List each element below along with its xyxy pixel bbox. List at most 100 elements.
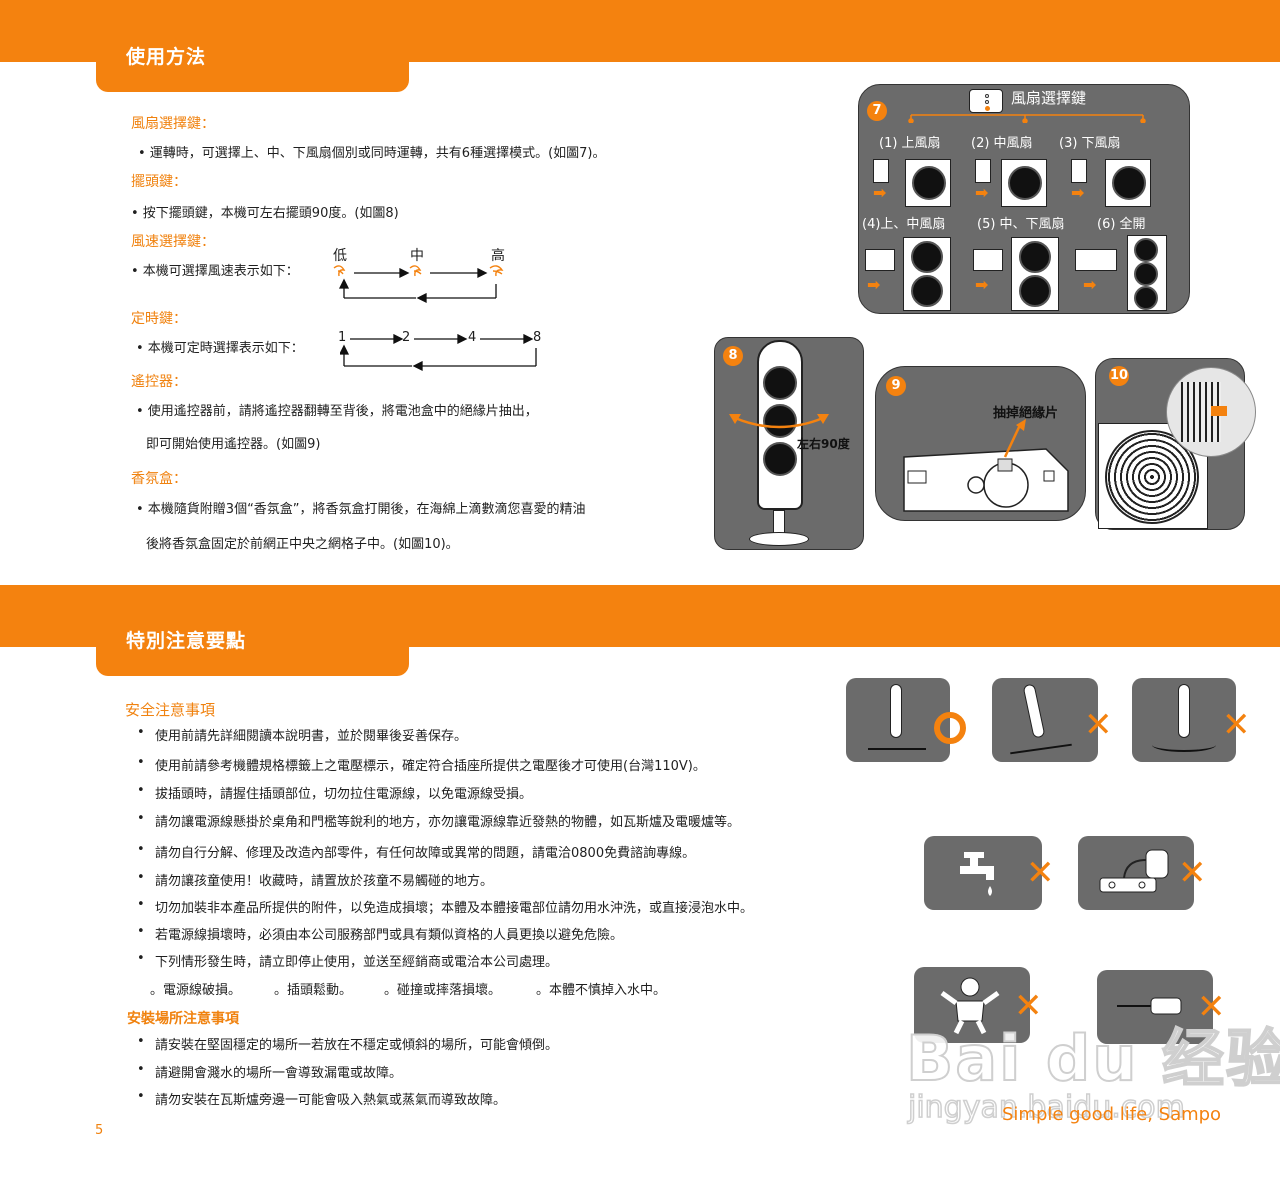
speed-text: • 本機可選擇風速表示如下： <box>131 264 299 279</box>
wind-high-icon <box>489 265 504 277</box>
child-box: ✕ <box>914 967 1043 1043</box>
tower-fan-stand-icon <box>773 510 785 534</box>
wind-low-icon <box>333 265 346 277</box>
mode-6-fan-icon <box>1127 235 1167 311</box>
safety-item: 使用前請先詳細閱讀本說明書，並於閱畢後妥善保存。 <box>155 729 468 744</box>
timer-1: 1 <box>338 330 347 345</box>
swing-heading: 擺頭鍵： <box>131 174 187 190</box>
top-orange-band <box>0 0 1280 62</box>
safety-item: 使用前請參考機體規格標籤上之電壓標示，確定符合插座所提供之電壓後才可使用(台灣1… <box>155 759 706 774</box>
figure-7-panel: 7 風扇選擇鍵 (1) 上風扇 (2) 中風扇 (3) 下風扇 ➡ ➡ ➡ (4… <box>858 84 1190 314</box>
figure-8-label: 左右90度 <box>797 437 850 451</box>
page-number: 5 <box>95 1123 104 1138</box>
figure-7-bracket <box>908 114 1146 123</box>
tilted-fan-box-1: ✕ <box>992 678 1113 762</box>
fan-grill-closeup-icon <box>1098 423 1208 529</box>
timer-cycle-diagram <box>340 334 537 372</box>
figure-8-panel: 8 左右90度 <box>714 337 864 550</box>
swing-text: • 按下擺頭鍵，本機可左右擺頭90度。(如圖8) <box>131 206 399 221</box>
safety-bullet: • <box>137 897 145 912</box>
mode-4-fan-icon <box>903 237 951 311</box>
mode-4-arrow-icon: ➡ <box>867 275 881 294</box>
water-faucet-box: ✕ <box>924 836 1055 910</box>
install-item: 請安裝在堅固穩定的場所一若放在不穩定或傾斜的場所，可能會傾倒。 <box>155 1038 559 1053</box>
condition-4: 。本體不慎掉入水中。 <box>536 983 667 998</box>
remote-battery-icon <box>903 419 1069 512</box>
ok-circle-icon <box>934 712 966 744</box>
cross-icon: ✕ <box>1026 853 1055 893</box>
fan-select-button-icon <box>969 89 1003 113</box>
figure-10-badge: 10 <box>1109 366 1129 386</box>
safety-item: 拔插頭時，請握住插頭部位，切勿拉住電源線，以免電源線受損。 <box>155 787 533 802</box>
aroma-line2: 後將香氛盒固定於前網正中央之網格子中。(如圖10)。 <box>146 537 459 552</box>
section-title: 使用方法 <box>126 46 207 68</box>
aroma-heading: 香氛盒： <box>131 471 187 487</box>
mode-4-label: (4)上、中風扇 <box>862 217 946 232</box>
mode-3-fan-icon <box>1105 159 1151 207</box>
mode-2-label: (2) 中風扇 <box>971 136 1033 151</box>
mode-1-fan-icon <box>905 159 951 207</box>
mode-6-button-icon <box>1075 249 1117 271</box>
install-item: 請勿安裝在瓦斯爐旁邊一可能會吸入熱氣或蒸氣而導致故障。 <box>155 1093 507 1108</box>
aroma-line1: • 本機隨貨附贈3個“香氛盒”，將香氛盒打開後，在海綿上滴數滴您喜愛的精油 <box>136 502 586 517</box>
tower-fan-base-icon <box>749 532 809 546</box>
water-faucet-icon <box>960 852 994 896</box>
speed-high-label: 高 <box>491 248 505 264</box>
safety-bullet: • <box>137 755 145 770</box>
brand-slogan: Simple good life, Sampo <box>1002 1104 1222 1125</box>
remote-heading: 遙控器： <box>131 374 187 390</box>
watermark-url: jingyan.baidu.com <box>907 1089 1185 1126</box>
remote-line1: • 使用遙控器前，請將遙控器翻轉至背後，將電池盒中的絕緣片抽出， <box>136 404 538 419</box>
mode-2-button-icon <box>975 159 991 183</box>
uneven-fan-box: ✕ <box>1132 678 1251 762</box>
mode-2-fan-icon <box>1001 159 1047 207</box>
condition-1: 。電源線破損。 <box>150 983 242 998</box>
mode-5-button-icon <box>973 249 1003 271</box>
speed-cycle-diagram <box>333 265 504 304</box>
baidu-watermark-logo: Bai du 经验 <box>905 1021 1280 1096</box>
safety-heading: 安全注意事項 <box>125 701 216 719</box>
condition-3: 。碰撞或摔落損壞。 <box>384 983 502 998</box>
mode-5-label: (5) 中、下風扇 <box>977 217 1065 232</box>
install-bullet: • <box>137 1062 145 1077</box>
speed-low-label: 低 <box>333 248 347 264</box>
figure-9-panel: 9 抽掉絕緣片 <box>875 366 1086 521</box>
cross-icon: ✕ <box>1178 853 1207 893</box>
cross-icon: ✕ <box>1197 987 1226 1027</box>
section-2-title: 特別注意要點 <box>126 630 247 652</box>
child-icon <box>940 977 1000 1035</box>
uneven-floor-fan-icon <box>1178 684 1190 738</box>
figure-10-panel: 10 <box>1095 358 1256 530</box>
mode-1-label: (1) 上風扇 <box>879 136 941 151</box>
timer-text: • 本機可定時選擇表示如下： <box>136 341 304 356</box>
figure-9-badge: 9 <box>886 376 906 396</box>
timer-heading: 定時鍵： <box>131 311 187 327</box>
tilted-fan-icon <box>1022 683 1046 739</box>
mode-3-arrow-icon: ➡ <box>1071 183 1085 202</box>
cross-icon: ✕ <box>1014 986 1043 1026</box>
safety-bullet: • <box>137 783 145 798</box>
gas-stove-box: ✕ <box>1078 836 1207 910</box>
install-bullet: • <box>137 1089 145 1104</box>
safety-item: 請勿讓電源線懸掛於桌角和門檻等銳利的地方，亦勿讓電源線靠近發熱的物體，如瓦斯爐及… <box>155 815 741 830</box>
section-tab <box>96 62 409 92</box>
aroma-box-zoom-icon <box>1166 367 1256 457</box>
cross-icon: ✕ <box>1084 705 1113 745</box>
condition-2: 。插頭鬆動。 <box>274 983 353 998</box>
timer-4: 4 <box>468 330 477 345</box>
mode-1-arrow-icon: ➡ <box>873 183 887 202</box>
mode-1-button-icon <box>873 159 889 183</box>
gas-stove-icon <box>1099 849 1169 893</box>
figure-9-label: 抽掉絕緣片 <box>993 406 1059 421</box>
figure-7-badge: 7 <box>867 101 887 121</box>
safety-bullet: • <box>137 870 145 885</box>
accessory-plug-icon <box>1117 997 1182 1015</box>
mode-5-arrow-icon: ➡ <box>975 275 989 294</box>
mode-3-label: (3) 下風扇 <box>1059 136 1121 151</box>
mode-5-fan-icon <box>1011 237 1059 311</box>
upright-fan-ok-box <box>846 678 966 762</box>
accessory-box: ✕ <box>1097 970 1226 1044</box>
safety-bullet: • <box>137 842 145 857</box>
figure-8-badge: 8 <box>723 346 743 366</box>
safety-bullet: • <box>137 811 145 826</box>
